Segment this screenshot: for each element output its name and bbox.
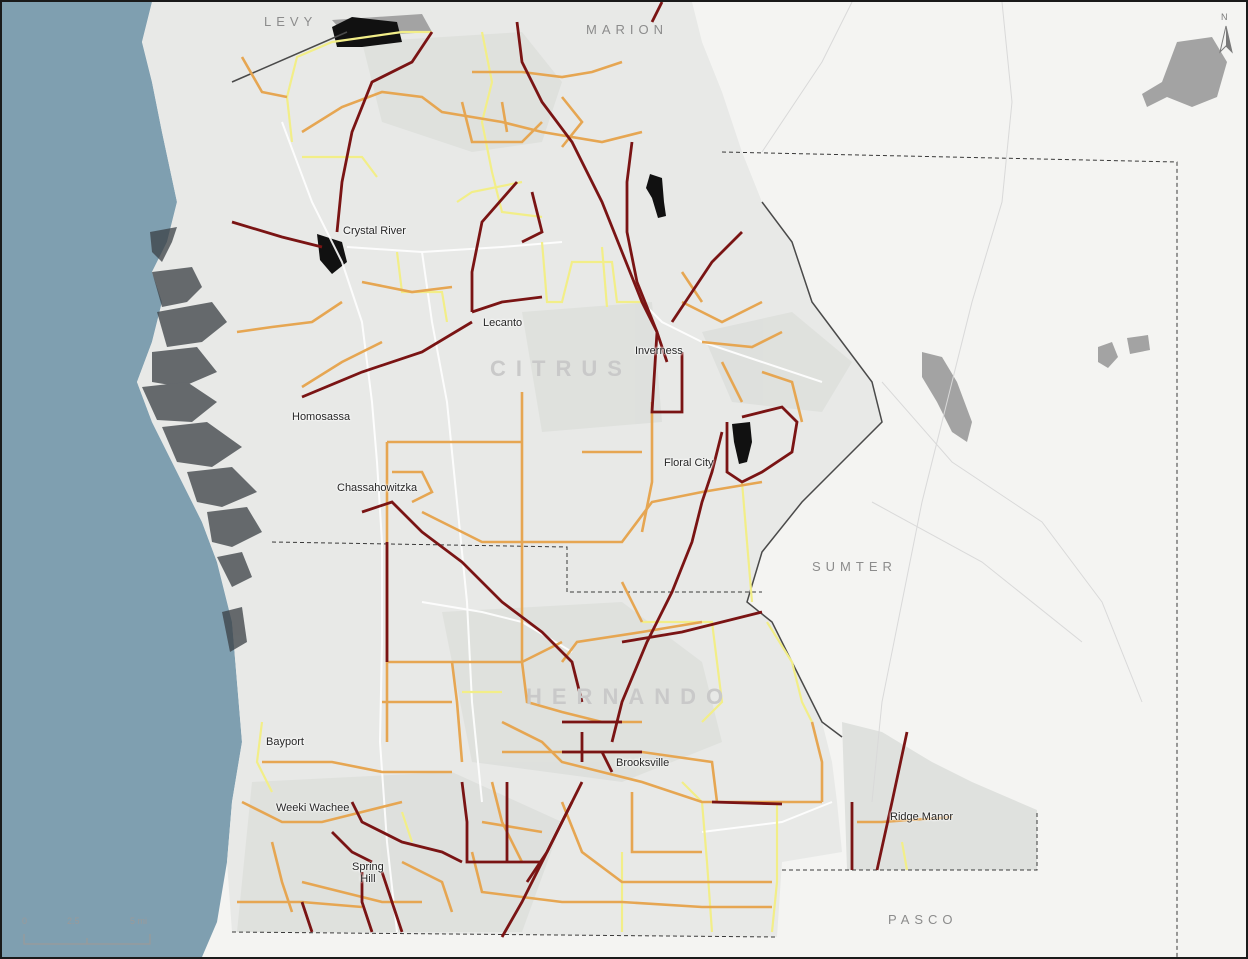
place-lecanto[interactable]: Lecanto <box>483 317 523 329</box>
place-weeki-wachee[interactable]: Weeki Wachee <box>276 802 350 814</box>
north-arrow: N <box>1216 12 1236 56</box>
place-spring-hill-line2: Hill <box>360 873 376 885</box>
county-label-citrus: CITRUS <box>490 356 632 381</box>
place-chassahowitzka[interactable]: Chassahowitzka <box>337 482 418 494</box>
coastal-marsh <box>142 227 262 652</box>
faint-roads <box>761 2 1143 803</box>
county-lines <box>231 151 1178 957</box>
north-arrow-icon <box>1219 25 1233 54</box>
local-roads <box>255 30 909 933</box>
place-ridge-manor[interactable]: Ridge Manor <box>890 811 953 823</box>
north-letter: N <box>1221 12 1228 22</box>
county-label-pasco: PASCO <box>888 912 958 927</box>
pasco-sliver <box>842 722 1037 870</box>
county-label-marion: MARION <box>586 22 668 37</box>
local-streets <box>281 121 833 933</box>
county-label-hernando: HERNANDO <box>526 684 734 709</box>
place-crystal-river[interactable]: Crystal River <box>343 225 406 237</box>
scale-tick-0: 0 <box>22 916 28 926</box>
place-spring-hill-line1: Spring <box>352 861 384 873</box>
place-floral-city[interactable]: Floral City <box>664 457 714 469</box>
scale-tick-mid: 2.5 <box>67 916 80 926</box>
place-brooksville[interactable]: Brooksville <box>616 757 670 769</box>
scale-bar: 0 2.5 5 mi <box>22 914 172 950</box>
place-bayport[interactable]: Bayport <box>266 736 304 748</box>
scale-tick-end: 5 mi <box>130 916 148 926</box>
county-label-levy: LEVY <box>264 14 318 29</box>
place-homosassa[interactable]: Homosassa <box>292 411 351 423</box>
scale-bar-graphic <box>23 934 151 945</box>
place-spring-hill[interactable]: Spring Hill <box>352 861 384 885</box>
major-roads <box>231 2 909 938</box>
county-label-sumter: SUMTER <box>812 559 897 574</box>
gulf-water <box>2 2 242 957</box>
urban-areas <box>237 32 852 932</box>
place-inverness[interactable]: Inverness <box>635 345 683 357</box>
